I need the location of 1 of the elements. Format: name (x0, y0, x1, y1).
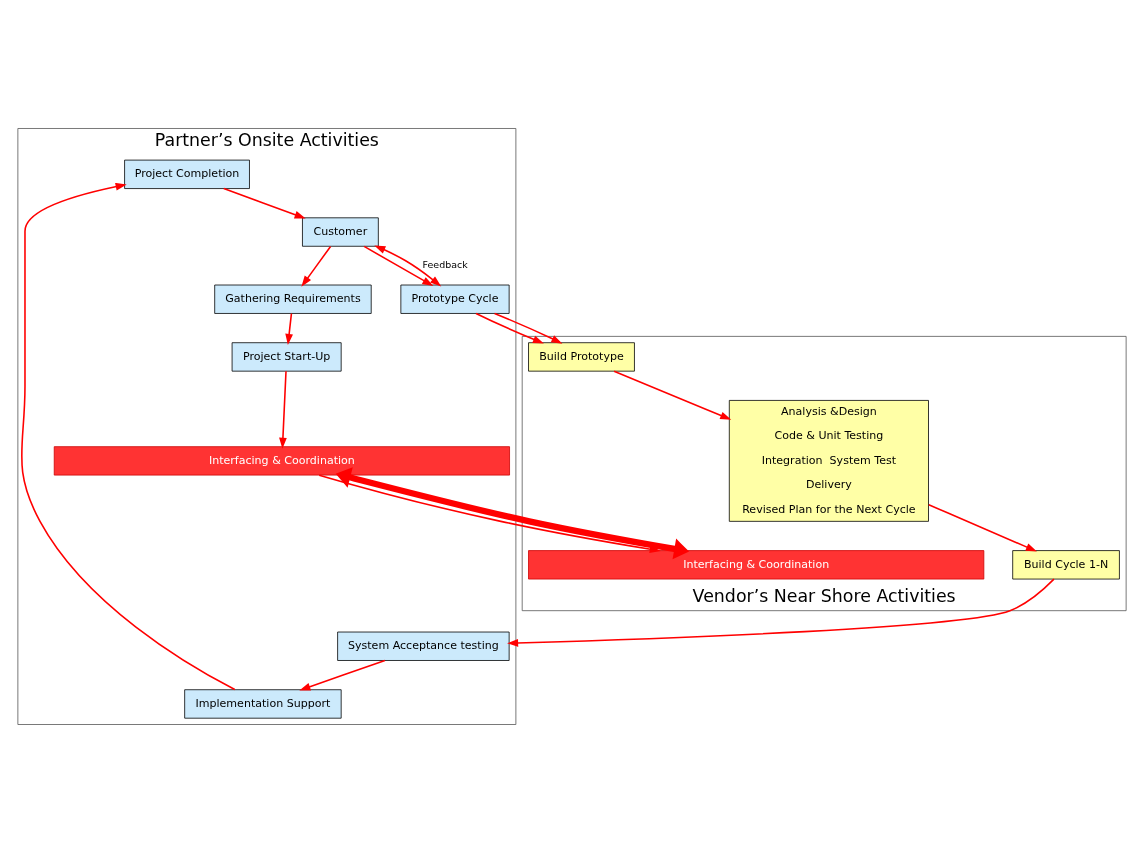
edge-label: Feedback (422, 259, 468, 271)
